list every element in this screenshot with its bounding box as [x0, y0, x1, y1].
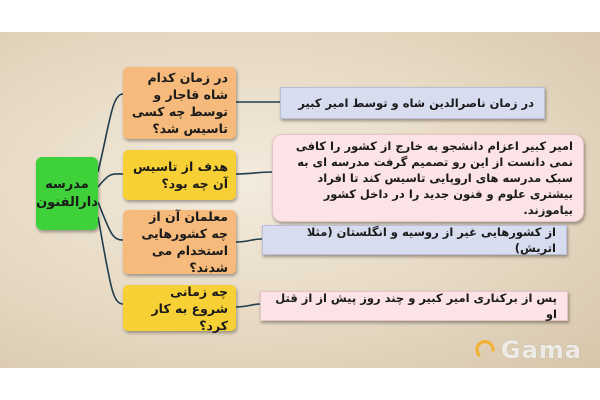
connector-q4-a4	[235, 303, 261, 308]
gama-logo-icon	[475, 339, 497, 361]
root-node: مدرسه دارالفنون	[36, 157, 98, 230]
question-node-start: چه زمانی شروع به کار کرد؟	[123, 283, 236, 333]
question-text: معلمان آن از چه کشورهایی استخدام می شدند…	[141, 209, 228, 275]
answer-text: امیر کبیر اعزام دانشجو به خارج از کشور ر…	[295, 139, 573, 217]
answer-text: از کشورهایی غیر از روسیه و انگلستان (مثل…	[306, 225, 556, 255]
answer-node-start: پس از برکناری امیر کبیر و چند روز پیش از…	[260, 291, 568, 321]
gama-logo: Gama	[475, 336, 582, 364]
question-text: هدف از تاسیس آن چه بود؟	[132, 159, 228, 191]
question-text: در زمان کدام شاه قاجار و توسط چه کسی تاس…	[131, 70, 228, 136]
connector-q3-a3	[235, 238, 263, 243]
question-text: چه زمانی شروع به کار کرد؟	[151, 283, 228, 333]
connector-root-q4	[97, 216, 124, 305]
answer-node-founding: در زمان ناصرالدین شاه و توسط امیر کبیر	[280, 87, 545, 119]
connector-root-q1	[97, 93, 124, 173]
answer-text: پس از برکناری امیر کبیر و چند روز پیش از…	[275, 291, 557, 321]
connector-root-q2	[97, 173, 124, 188]
answer-node-teachers: از کشورهایی غیر از روسیه و انگلستان (مثل…	[262, 225, 567, 255]
question-node-teachers: معلمان آن از چه کشورهایی استخدام می شدند…	[123, 209, 236, 275]
answer-text: در زمان ناصرالدین شاه و توسط امیر کبیر	[298, 96, 534, 110]
connector-root-q3	[97, 201, 124, 241]
connector-q2-a2	[235, 171, 273, 175]
question-node-founding: در زمان کدام شاه قاجار و توسط چه کسی تاس…	[123, 67, 236, 139]
question-node-purpose: هدف از تاسیس آن چه بود؟	[123, 150, 236, 200]
root-label: مدرسه دارالفنون	[36, 176, 98, 210]
answer-node-purpose: امیر کبیر اعزام دانشجو به خارج از کشور ر…	[272, 134, 584, 222]
mindmap-slide: مدرسه دارالفنون در زمان کدام شاه قاجار و…	[0, 32, 600, 368]
connector-lines	[97, 93, 280, 308]
gama-logo-text: Gama	[500, 336, 582, 364]
